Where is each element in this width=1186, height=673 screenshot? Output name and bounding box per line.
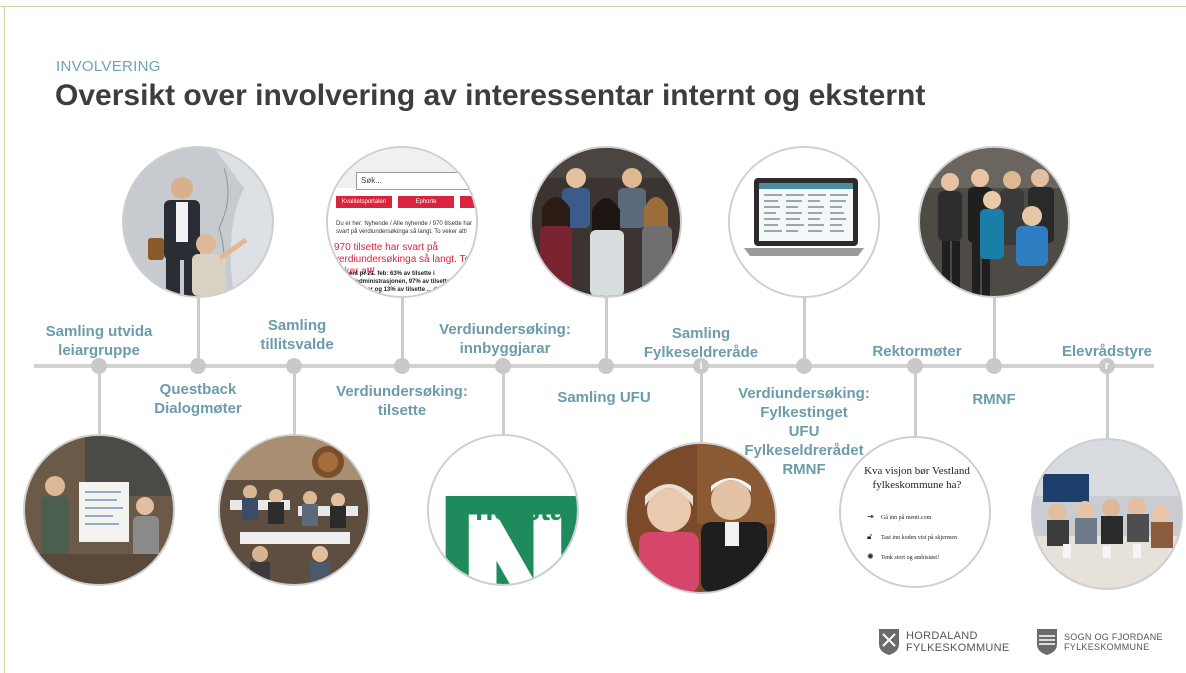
norstat-n-icon — [445, 496, 577, 584]
timeline-dot-9 — [907, 358, 923, 374]
dot-glyph: r — [1104, 360, 1110, 372]
survey-tab-1: Kvalitetsportalen — [336, 196, 392, 208]
photo-rektorar-image — [920, 148, 1068, 296]
menti-step-1-text: Gå inn på menti.com — [881, 515, 932, 521]
stem-down-3 — [502, 374, 505, 434]
photo-elevradstyre — [1031, 438, 1183, 590]
lightbulb-icon: ✺ — [867, 552, 874, 561]
photo-workshop-image — [25, 436, 173, 584]
survey-tab-2: Ephorte — [398, 196, 454, 208]
photo-elevradstyre-image — [1033, 440, 1181, 588]
survey-breadcrumb: Du er her: Nyhende / Alle nyhende / 970 … — [336, 221, 473, 235]
stem-down-5 — [914, 374, 917, 436]
label-samling-ufu: Samling UFU — [557, 389, 651, 406]
photo-laptop — [728, 146, 880, 298]
section-kicker: INVOLVERING — [56, 58, 161, 75]
survey-page-mock: Søk... Kvalitetsportalen Ephorte Du er h… — [328, 148, 476, 296]
lock-icon: 🔓︎ — [867, 532, 873, 541]
hordaland-text: HORDALAND FYLKESKOMMUNE — [906, 630, 1010, 654]
stem-down-6 — [1106, 374, 1109, 440]
photo-leiargruppe — [122, 146, 274, 298]
hordaland-logo: HORDALAND FYLKESKOMMUNE — [878, 628, 1010, 656]
timeline-dot-2 — [190, 358, 206, 374]
stem-up-2 — [401, 292, 404, 358]
survey-headline: 970 tilsette har svart på verdiundersøki… — [334, 242, 471, 277]
norstat-logo: norstat — [429, 436, 577, 584]
stem-up-4 — [803, 296, 806, 358]
photo-ufu-group — [530, 146, 682, 298]
sogn-og-fjordane-shield-icon — [1037, 629, 1057, 655]
photo-fylkeseldre-image — [627, 444, 775, 592]
survey-search-box: Søk... — [356, 172, 472, 190]
sfj-line2: FYLKESKOMMUNE — [1064, 642, 1150, 652]
photo-tillitsvalde-meeting — [218, 434, 370, 586]
timeline-dot-4 — [394, 358, 410, 374]
photo-rektorar-group — [918, 146, 1070, 298]
photo-workshop — [23, 434, 175, 586]
menti-step-3-text: Tenk stort og ambisiøst! — [881, 555, 940, 561]
label-rmnf: RMNF — [972, 391, 1016, 408]
timeline-dot-6 — [598, 358, 614, 374]
dot-glyph: i — [699, 360, 703, 372]
laptop-image — [730, 148, 878, 296]
login-icon: ⇥ — [867, 512, 874, 521]
stem-down-1 — [98, 374, 101, 436]
frame-top-line — [0, 6, 1186, 7]
stem-down-4 — [700, 374, 703, 442]
label-rektormoter: Rektormøter — [872, 343, 962, 360]
menti-step-2: 🔓︎ Tast inn koden vist på skjermen — [867, 532, 957, 542]
timeline-dot-7: i — [693, 358, 709, 374]
stem-up-5 — [993, 294, 996, 358]
menti-step-3: ✺ Tenk stort og ambisiøst! — [867, 552, 939, 561]
sfj-text: SOGN OG FJORDANE FYLKESKOMMUNE — [1064, 632, 1163, 652]
norstat-wordmark: norstat — [475, 494, 577, 527]
photo-leiargruppe-image — [124, 148, 272, 296]
timeline-dot-3 — [286, 358, 302, 374]
stem-up-3 — [605, 292, 608, 358]
sogn-og-fjordane-logo: SOGN OG FJORDANE FYLKESKOMMUNE — [1036, 628, 1163, 656]
sfj-line1: SOGN OG FJORDANE — [1064, 632, 1163, 642]
menti-step-2-text: Tast inn koden vist på skjermen — [881, 535, 958, 541]
photo-survey-page: Søk... Kvalitetsportalen Ephorte Du er h… — [326, 146, 478, 298]
menti-card-circle: Kva visjon bør Vestland fylkeskommune ha… — [839, 436, 991, 588]
norstat-logo-circle: norstat — [427, 434, 579, 586]
menti-step-1: ⇥ Gå inn på menti.com — [867, 512, 931, 521]
survey-tab-3 — [460, 196, 476, 208]
photo-ufu-image — [532, 148, 680, 296]
stem-down-2 — [293, 374, 296, 436]
timeline-axis — [34, 364, 1154, 368]
label-verdi-innbyggjarar: Verdiundersøking:innbyggjarar — [439, 321, 571, 357]
hordaland-line2: FYLKESKOMMUNE — [906, 642, 1010, 654]
photo-fylkeseldre — [625, 442, 777, 594]
frame-left-line — [4, 6, 5, 673]
timeline-dot-8 — [796, 358, 812, 374]
menti-card: Kva visjon bør Vestland fylkeskommune ha… — [841, 438, 989, 586]
timeline-dot-1 — [91, 358, 107, 374]
menti-question: Kva visjon bør Vestland fylkeskommune ha… — [864, 465, 970, 491]
timeline-dot-11: r — [1099, 358, 1115, 374]
label-verdi-tilsette: Verdiundersøking:tilsette — [336, 383, 468, 419]
photo-tillitsvalde-image — [220, 436, 368, 584]
timeline-dot-10 — [986, 358, 1002, 374]
hordaland-line1: HORDALAND — [906, 630, 978, 642]
page-title: Oversikt over involvering av interessent… — [55, 79, 926, 112]
label-elevradstyre: Elevrådstyre — [1061, 343, 1153, 360]
hordaland-shield-icon — [879, 629, 899, 655]
timeline-dot-5 — [495, 358, 511, 374]
survey-body: prosent pr 21. feb: 63% av tilsette i se… — [336, 271, 476, 298]
stem-up-1 — [197, 292, 200, 358]
